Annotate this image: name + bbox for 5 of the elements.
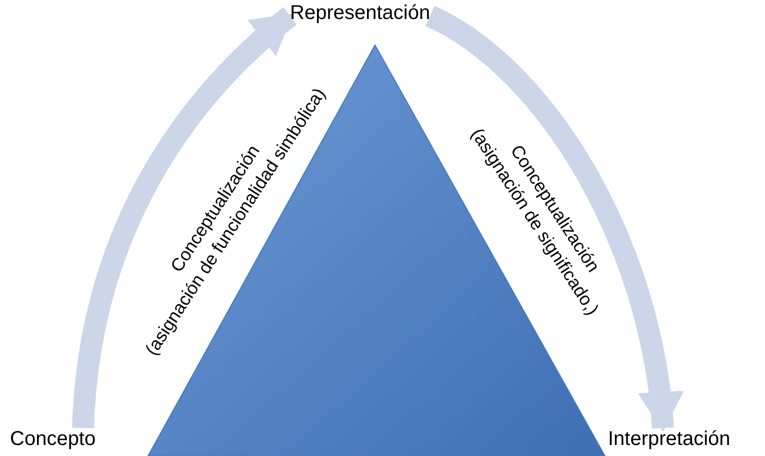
vertex-label: Interpretación (608, 428, 730, 451)
vertex-label: Representación (290, 2, 430, 25)
curved-arrow (424, 6, 682, 432)
vertex-label: Concepto (10, 428, 96, 451)
curved-arrow (72, 7, 298, 429)
